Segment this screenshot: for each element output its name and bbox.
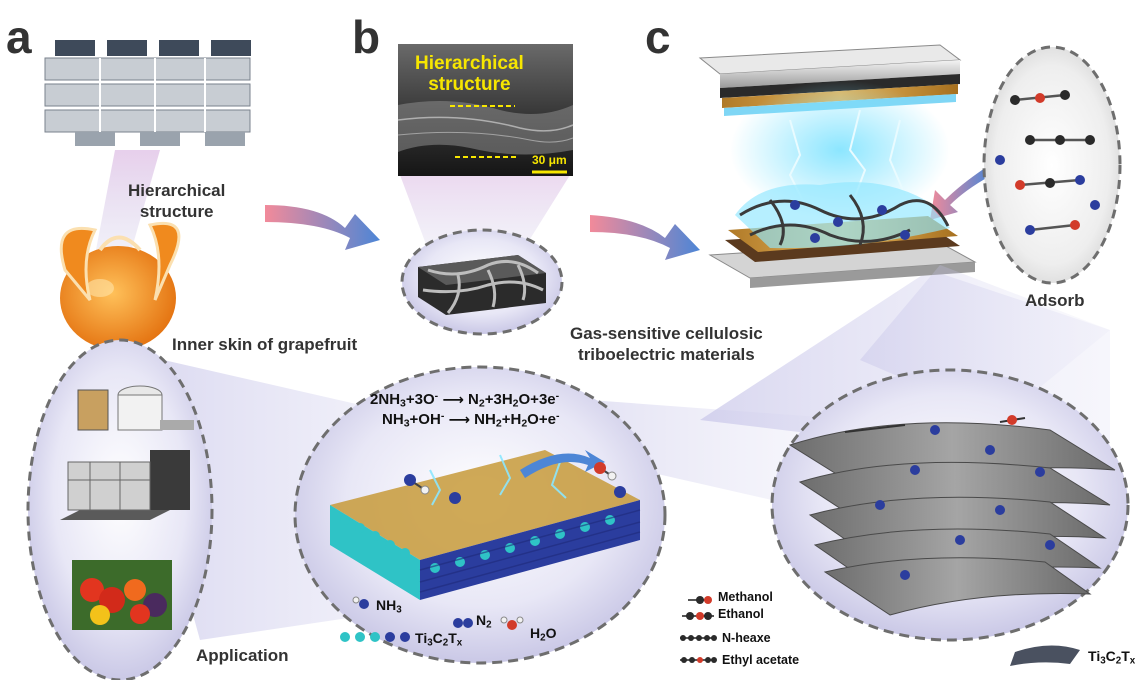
ti3c2tx-flake-icon [1010, 645, 1080, 666]
application-caption: Application [196, 646, 289, 665]
inner-skin-caption: Inner skin of grapefruit [172, 335, 358, 354]
structure-funnel [95, 150, 160, 255]
sem-image [397, 44, 574, 255]
sheets-bubble [770, 368, 1130, 642]
cellulose-bubble [400, 228, 564, 336]
panel-label-c: c [645, 11, 671, 63]
eq1-products: N2+3H2O+3e- [468, 390, 560, 410]
arrow-adsorb [930, 168, 990, 220]
legend-n-hexane: N-heaxe [722, 631, 771, 645]
legend-ti3c2tx: Ti3C2Tx [415, 630, 463, 649]
legend-h2o: H2O [530, 625, 557, 644]
legend-ethyl-acetate: Ethyl acetate [722, 653, 800, 667]
molecule-icon [995, 90, 1100, 235]
voc-legend-icons [680, 596, 717, 663]
bottom-legend-atoms [340, 596, 524, 642]
mxene-bubble [293, 365, 667, 665]
reaction-arrow-icon: ⟶ [442, 391, 464, 409]
legend-n2: N2 [476, 612, 492, 631]
ethyl-acetate-icon [680, 657, 717, 663]
eq2-reactants: NH3+OH- [382, 410, 445, 430]
hierarchical-structure-caption: Hierarchical structure [128, 181, 226, 221]
lab-room-icon [60, 450, 190, 520]
legend-nh3: NH3 [376, 597, 402, 616]
grapefruit-icon [59, 221, 181, 350]
sem-title: Hierarchical structure [415, 53, 524, 95]
application-bubble [26, 338, 214, 680]
scale-bar-label: 30 μm [532, 153, 567, 167]
ti3c2tx-sheet-label: Ti3C2Tx [1088, 648, 1135, 667]
gas-sensitive-caption: Gas-sensitive cellulosic triboelectric m… [570, 324, 763, 364]
n-hexane-icon [680, 635, 717, 641]
arrow-b-to-c [590, 215, 700, 260]
ethanol-icon [682, 612, 714, 620]
eq2-products: NH2+H2O+e- [474, 410, 560, 430]
eq1-reactants: 2NH3+3O- [370, 390, 439, 410]
reaction-equation-1: 2NH3+3O- ⟶ N2+3H2O+3e- [370, 390, 559, 410]
sheet-stack [788, 422, 1116, 616]
gas-molecules [404, 462, 626, 504]
legend-methanol: Methanol [718, 590, 773, 604]
arrow-a-to-b [265, 205, 380, 250]
reaction-arrow-icon: ⟶ [448, 411, 470, 429]
reaction-equation-2: NH3+OH- ⟶ NH2+H2O+e- [382, 410, 559, 430]
adsorb-caption: Adsorb [1025, 291, 1085, 310]
panel-label-a: a [6, 11, 32, 63]
molecule-bubble [982, 45, 1122, 285]
triboelectric-device [698, 44, 977, 288]
mxene-layer-stack [330, 450, 641, 600]
factory-icon [77, 385, 194, 431]
panel-label-b: b [352, 11, 381, 63]
brick-structure [44, 40, 251, 146]
methanol-icon [688, 596, 712, 604]
vegetables-icon [72, 560, 172, 630]
legend-ethanol: Ethanol [718, 607, 764, 621]
